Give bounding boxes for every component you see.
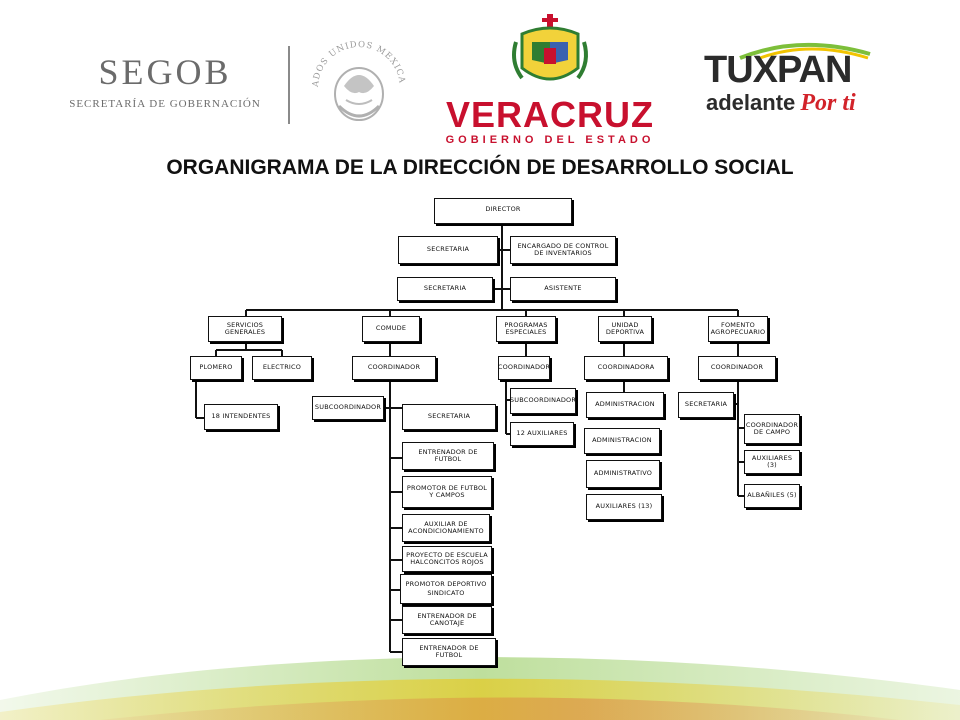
org-node-pe-subcoordinador: SUBCOORDINADOR [510, 388, 576, 414]
org-node-ud-administrativo: ADMINISTRATIVO [586, 460, 660, 488]
tuxpan-logo: TUXPAN adelante Por ti [700, 40, 880, 120]
org-node-plomero: PLOMERO [190, 356, 242, 380]
page-title: ORGANIGRAMA DE LA DIRECCIÓN DE DESARROLL… [166, 156, 794, 179]
tuxpan-tagline-adelante: adelante [706, 90, 796, 115]
org-node-fa-albaniles: ALBAÑILES (5) [744, 484, 800, 508]
org-node-fa-secretaria: SECRETARIA [678, 392, 734, 418]
org-node-encargado-inventarios: ENCARGADO DE CONTROL DE INVENTARIOS [510, 236, 616, 264]
org-node-promotor-deportivo-label: PROMOTOR DEPORTIVO [405, 579, 487, 588]
org-node-fomento-agropecuario: FOMENTO AGROPECUARIO [708, 316, 768, 342]
org-node-director: DIRECTOR [434, 198, 572, 224]
tuxpan-tagline-porti: Por ti [800, 90, 856, 116]
org-node-asistente: ASISTENTE [510, 277, 616, 301]
org-node-subcoordinador: SUBCOORDINADOR [312, 396, 384, 420]
org-node-proyecto-halconcitos: PROYECTO DE ESCUELA HALCONCITOS ROJOS [402, 546, 492, 572]
org-node-secretaria-direccion: SECRETARIA [398, 236, 498, 264]
org-node-programas-especiales: PROGRAMAS ESPECIALES [496, 316, 556, 342]
eagle-seal-icon: ESTADOS UNIDOS MEXICANOS [300, 19, 406, 121]
org-node-sindicato-label: SINDICATO [427, 589, 465, 597]
org-node-fa-coordinador-campo: COORDINADOR DE CAMPO [744, 414, 800, 444]
tuxpan-wordmark: TUXPAN [704, 49, 852, 91]
org-node-unidad-deportiva: UNIDAD DEPORTIVA [598, 316, 652, 342]
org-node-fa-auxiliares: AUXILIARES (3) [744, 450, 800, 474]
segob-divider [288, 46, 290, 124]
org-node-secretaria-2: SECRETARIA [397, 277, 493, 301]
org-node-comude-secretaria: SECRETARIA [402, 404, 496, 430]
org-node-entrenador-canotaje: ENTRENADOR DE CANOTAJE [402, 606, 492, 634]
org-node-ud-coordinadora: COORDINADORA [584, 356, 668, 380]
org-node-intendentes: 18 INTENDENTES [204, 404, 278, 430]
org-node-pe-coordinador: COORDINADOR [498, 356, 550, 380]
veracruz-logo: VERACRUZ GOBIERNO DEL ESTADO [440, 12, 660, 146]
segob-subtitle: SECRETARÍA DE GOBERNACIÓN [69, 98, 261, 110]
org-node-ud-administracion-1: ADMINISTRACION [586, 392, 664, 418]
org-node-promotor-futbol-campos: PROMOTOR DE FUTBOL Y CAMPOS [402, 476, 492, 508]
veracruz-subtitle: GOBIERNO DEL ESTADO [445, 134, 655, 146]
org-node-fa-coordinador: COORDINADOR [698, 356, 776, 380]
org-node-ud-administracion-2: ADMINISTRACION [584, 428, 660, 454]
org-node-ud-auxiliares: AUXILIARES (13) [586, 494, 662, 520]
org-node-auxiliar-acondicionamiento: AUXILIAR DE ACONDICIONAMIENTO [402, 514, 490, 542]
org-node-comude: COMUDE [362, 316, 420, 342]
segob-wordmark: SEGOB [98, 52, 232, 92]
org-node-promotor-deportivo: PROMOTOR DEPORTIVO SINDICATO [400, 574, 492, 604]
org-node-entrenador-futbol-2: ENTRENADOR DE FUTBOL [402, 638, 496, 666]
org-node-electrico: ELECTRICO [252, 356, 312, 380]
tuxpan-arc-icon [739, 42, 871, 60]
tuxpan-tagline: adelante Por ti [706, 90, 856, 117]
org-node-entrenador-futbol-1: ENTRENADOR DE FUTBOL [402, 442, 494, 470]
org-node-pe-auxiliares: 12 AUXILIARES [510, 422, 574, 446]
org-node-servicios-generales: SERVICIOS GENERALES [208, 316, 282, 342]
segob-logo: SEGOB SECRETARÍA DE GOBERNACIÓN [60, 52, 270, 122]
veracruz-wordmark: VERACRUZ [445, 94, 654, 135]
veracruz-shield-icon [512, 14, 588, 81]
org-node-comude-coordinador: COORDINADOR [352, 356, 436, 380]
mexican-seal: ESTADOS UNIDOS MEXICANOS [300, 19, 414, 136]
